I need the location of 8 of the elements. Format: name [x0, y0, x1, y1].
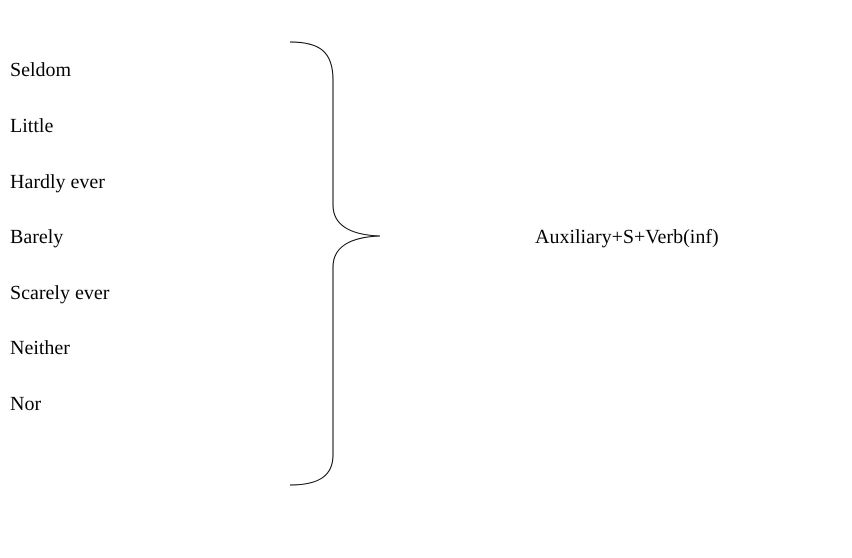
adverb-label: Hardly ever — [10, 170, 105, 194]
adverb-label: Barely — [10, 225, 64, 249]
adverb-label: Nor — [10, 392, 42, 416]
formula-text: Auxiliary+S+Verb(inf) — [535, 225, 719, 249]
adverb-label: Scarely ever — [10, 281, 110, 305]
adverb-label: Neither — [10, 336, 70, 360]
adverb-label: Seldom — [10, 58, 72, 82]
adverb-label: Little — [10, 114, 54, 138]
